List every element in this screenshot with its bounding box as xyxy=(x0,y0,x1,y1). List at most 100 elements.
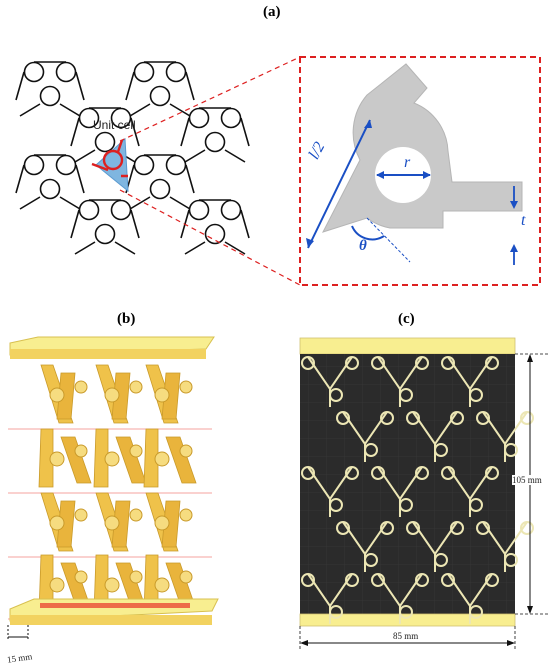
strut-node xyxy=(154,577,170,593)
pattern-ring xyxy=(434,553,448,567)
pattern-ring xyxy=(504,443,518,457)
lattice-schematic xyxy=(15,56,541,286)
strut-node xyxy=(74,570,88,584)
lattice-ring xyxy=(78,199,100,221)
lattice-ligament xyxy=(15,154,85,210)
strut xyxy=(56,372,76,420)
pattern-ring xyxy=(301,466,315,480)
lattice-ligament xyxy=(15,61,85,117)
thickness-symbol: t xyxy=(521,212,526,229)
strut xyxy=(111,372,131,420)
pattern-ring xyxy=(399,605,413,619)
strut-node xyxy=(74,380,88,394)
lattice-ring xyxy=(23,154,45,176)
lattice-ring xyxy=(133,61,155,83)
strut-node xyxy=(129,380,143,394)
pattern-ring xyxy=(336,411,350,425)
lattice-ring xyxy=(39,85,61,107)
panel-label-b: (b) xyxy=(117,311,136,327)
pattern-ring xyxy=(415,466,429,480)
strut-node xyxy=(179,570,193,584)
pattern-ring xyxy=(329,498,343,512)
strut-node xyxy=(49,515,65,531)
pattern-ring xyxy=(399,498,413,512)
pattern-ring xyxy=(371,466,385,480)
pattern-ring xyxy=(504,553,518,567)
strut xyxy=(38,428,54,488)
angle-arc xyxy=(351,225,385,241)
pattern-ring xyxy=(476,521,490,535)
lattice-ring xyxy=(149,85,171,107)
strut-node xyxy=(179,508,193,522)
lattice-ligament xyxy=(70,199,140,255)
lattice-ring xyxy=(220,199,242,221)
unit-cell-label: Unit cell xyxy=(93,118,136,132)
angle-symbol: θ xyxy=(359,238,367,254)
pattern-ring xyxy=(485,466,499,480)
angle-reference-line xyxy=(366,217,411,263)
pattern-ring xyxy=(520,521,534,535)
pattern-ring xyxy=(329,388,343,402)
strut-node xyxy=(49,387,65,403)
bottom-rigid-plate xyxy=(299,613,516,627)
panel-label-c: (c) xyxy=(398,311,415,327)
strut-node xyxy=(104,577,120,593)
strut xyxy=(115,436,147,484)
pattern-ring xyxy=(441,466,455,480)
lattice-ring xyxy=(188,107,210,129)
pattern-ring xyxy=(415,356,429,370)
strut-node xyxy=(154,515,170,531)
pattern-ring xyxy=(441,573,455,587)
pattern-ring xyxy=(450,521,464,535)
radius-symbol: r xyxy=(404,154,411,171)
half-length-arrow xyxy=(307,119,371,249)
chiral-pattern xyxy=(301,356,534,624)
lattice-rings xyxy=(15,61,250,255)
top-rigid-plate xyxy=(299,337,516,355)
height-dimension-label: 105 mm xyxy=(512,475,542,485)
pattern-ring xyxy=(371,573,385,587)
strut-node xyxy=(49,451,65,467)
pattern-ring xyxy=(364,443,378,457)
unit-cell-red-ligament xyxy=(91,139,128,178)
strut xyxy=(143,428,159,488)
strut xyxy=(60,436,92,484)
pattern-ring xyxy=(380,521,394,535)
strut-node xyxy=(154,451,170,467)
strut xyxy=(111,500,131,548)
strut-node xyxy=(154,387,170,403)
strut xyxy=(56,500,76,548)
pattern-ring xyxy=(336,521,350,535)
mesh-domain xyxy=(300,354,515,614)
pattern-ring xyxy=(406,521,420,535)
pattern-ring xyxy=(364,553,378,567)
strut-node xyxy=(74,508,88,522)
zoom-line-bottom xyxy=(119,189,301,286)
lattice-ring xyxy=(149,178,171,200)
pattern-ring xyxy=(399,388,413,402)
pattern-ring xyxy=(520,411,534,425)
struts xyxy=(8,364,212,620)
lattice-ring xyxy=(204,223,226,245)
pattern-ring xyxy=(406,411,420,425)
pattern-ring xyxy=(441,356,455,370)
pattern-ring xyxy=(301,573,315,587)
zoom-line-top xyxy=(119,56,301,142)
pattern-ring xyxy=(345,573,359,587)
pattern-ring xyxy=(434,443,448,457)
pattern-ring xyxy=(371,356,385,370)
pattern-ring xyxy=(301,356,315,370)
lattice-ligament xyxy=(180,107,250,163)
lattice-ring xyxy=(188,199,210,221)
pattern-ring xyxy=(469,388,483,402)
pattern-ring xyxy=(485,573,499,587)
strut-node xyxy=(104,451,120,467)
lattice-ring xyxy=(23,61,45,83)
pattern-ring xyxy=(476,411,490,425)
lattice-ring xyxy=(165,61,187,83)
lattice-ring xyxy=(94,223,116,245)
strut xyxy=(161,500,181,548)
strut-node xyxy=(104,387,120,403)
lattice-ring xyxy=(94,131,116,153)
lattice-ring xyxy=(39,178,61,200)
